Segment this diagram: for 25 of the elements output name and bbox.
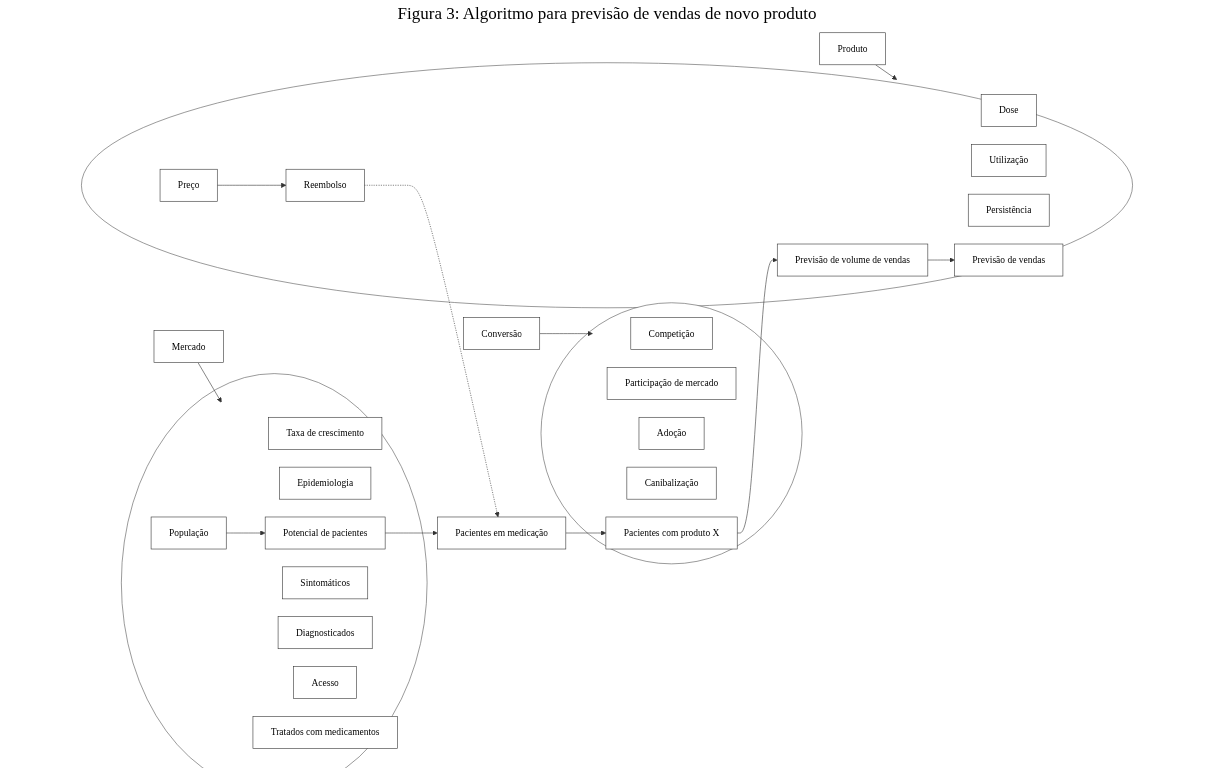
node-box: Sintomáticos	[282, 566, 369, 600]
node-box: Canibalização	[626, 466, 717, 500]
node-box: Diagnosticados	[277, 616, 373, 649]
node-box: Adoção	[638, 417, 705, 450]
figure-title: Figura 3: Algoritmo para previsão de vendas de novo produto	[396, 4, 818, 24]
node-box: Previsão de vendas	[954, 243, 1064, 277]
node-box: Tratados com medicamentos	[252, 716, 398, 749]
node-box: Reembolso	[285, 168, 365, 202]
node-box: Acesso	[293, 666, 357, 699]
node-box: Conversão	[463, 317, 541, 350]
node-box: Competição	[630, 317, 713, 350]
node-box: Participação de mercado	[606, 367, 737, 400]
node-box: População	[150, 516, 227, 550]
node-box: Produto	[819, 32, 886, 66]
node-box: Mercado	[153, 330, 224, 363]
node-box: Utilização	[971, 144, 1047, 177]
node-box: Pacientes em medicação	[437, 516, 567, 550]
node-box: Pacientes com produto X	[605, 516, 738, 550]
node-box: Previsão de volume de vendas	[776, 243, 929, 277]
node-box: Persistência	[967, 193, 1050, 227]
node-box: Taxa de crescimento	[268, 417, 383, 450]
node-box: Potencial de pacientes	[264, 516, 386, 550]
node-box: Dose	[980, 94, 1037, 127]
node-box: Preço	[159, 168, 218, 202]
node-box: Epidemiologia	[279, 466, 372, 500]
